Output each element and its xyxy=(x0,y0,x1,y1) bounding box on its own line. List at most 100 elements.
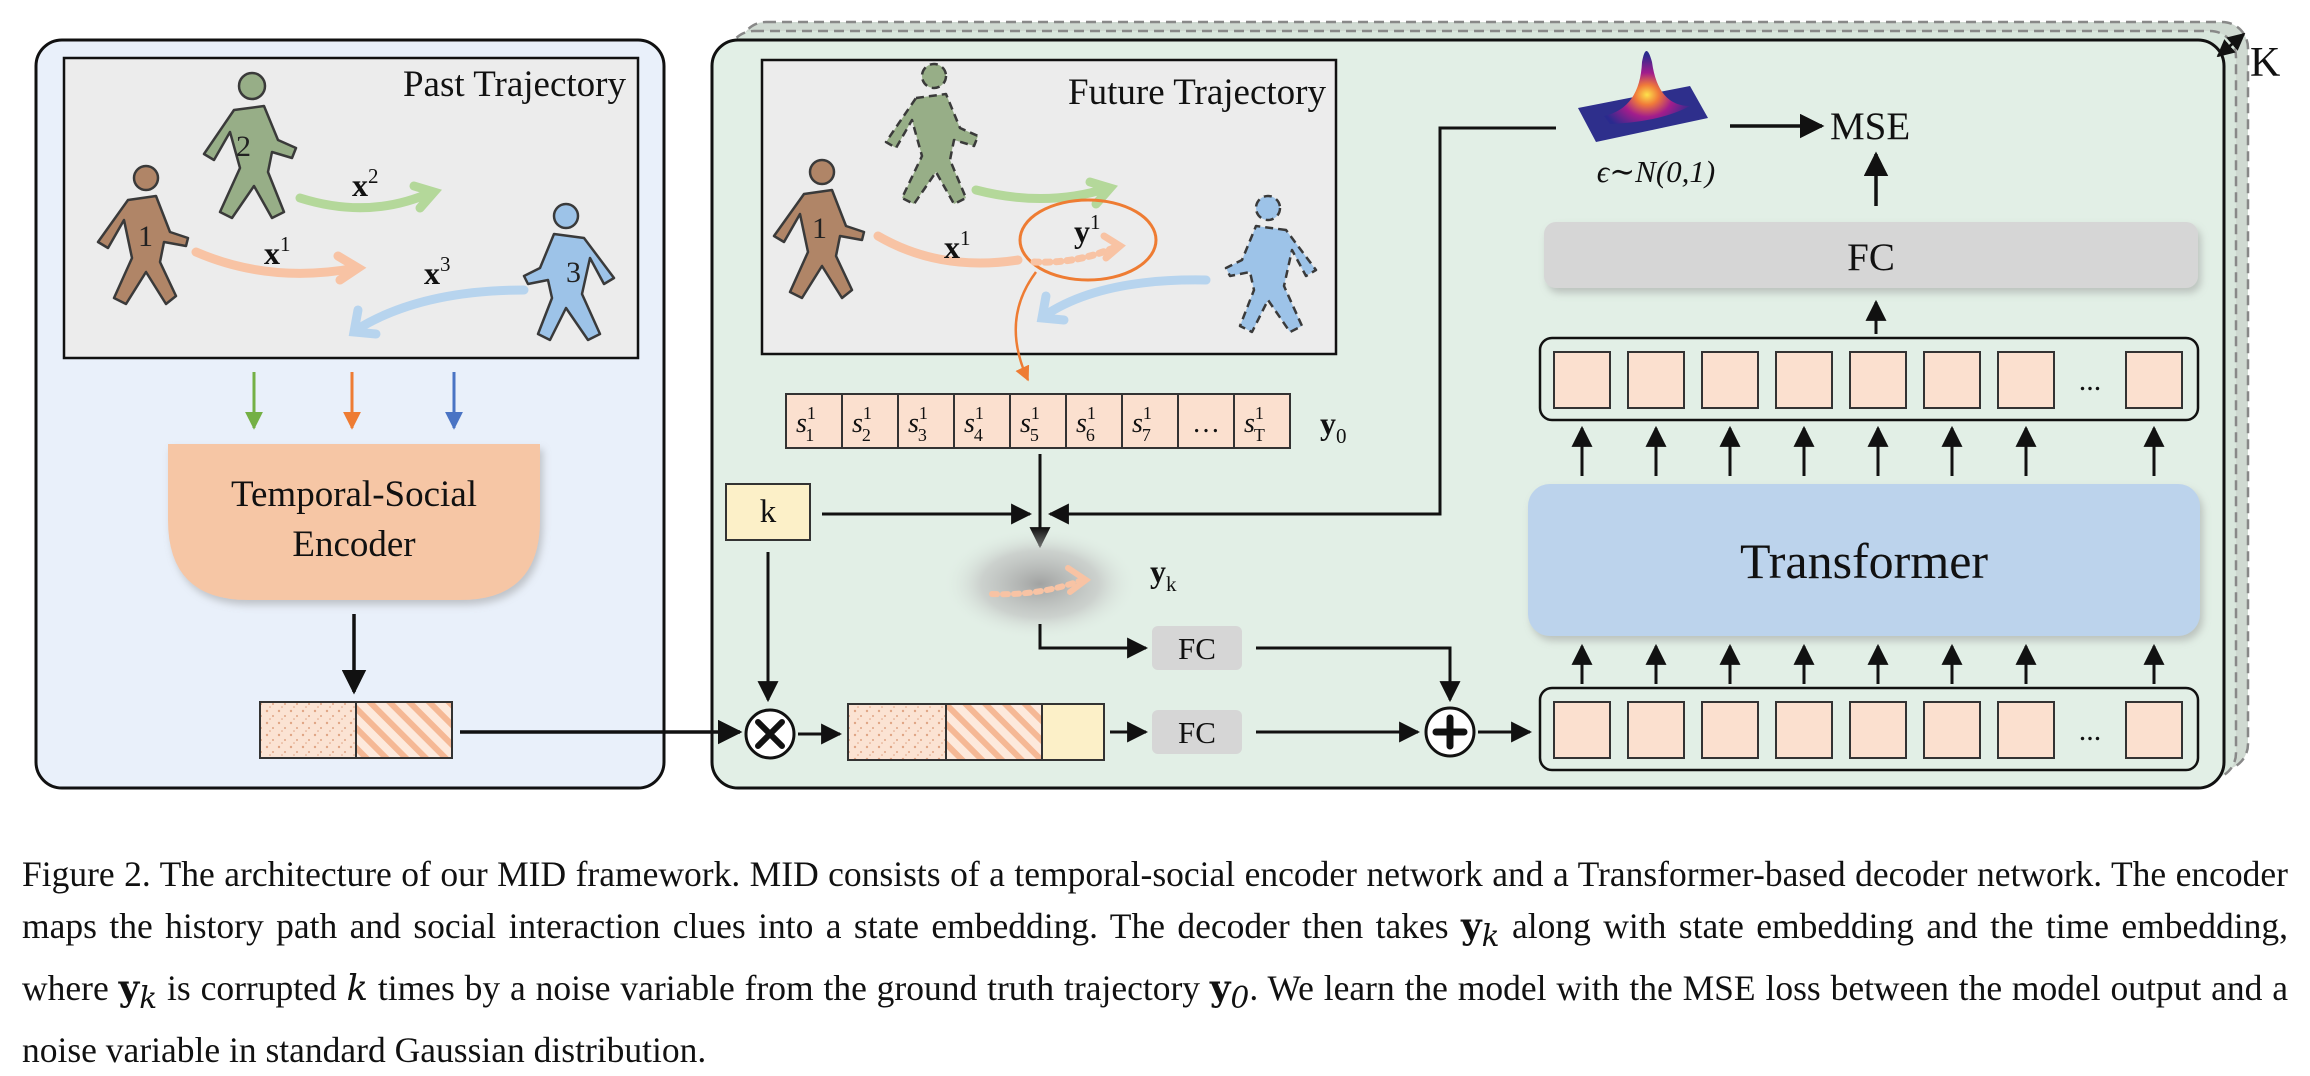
noise-cloud xyxy=(942,528,1138,640)
input-token xyxy=(2125,701,2183,759)
future-agent-1-icon: 1 xyxy=(772,158,866,300)
future-trajectory-title: Future Trajectory xyxy=(1068,72,1326,113)
input-ellipsis: ... xyxy=(2079,714,2102,747)
encoder-label-line2: Encoder xyxy=(292,524,415,565)
combined-embedding xyxy=(847,703,1105,761)
repeat-k-label: K xyxy=(2250,40,2280,86)
future-agent-1-number: 1 xyxy=(812,212,827,245)
agent-2-number: 2 xyxy=(236,130,251,163)
fc-low-box xyxy=(1152,710,1242,754)
state-embedding xyxy=(259,701,453,759)
output-token xyxy=(1923,351,1981,409)
fc-low-label: FC xyxy=(1178,715,1216,750)
output-token xyxy=(1775,351,1833,409)
output-token-row xyxy=(1538,336,2200,422)
fc-mid-to-plus-arrow xyxy=(1256,646,1461,703)
noise-feedback-arrow xyxy=(1047,126,1556,525)
noisy-trajectory xyxy=(989,577,1085,598)
figure-caption: Figure 2. The architecture of our MID fr… xyxy=(22,854,2288,1071)
output-token xyxy=(1553,351,1611,409)
agent-2-icon: 2 xyxy=(202,71,298,220)
input-token xyxy=(1775,701,1833,759)
noise-label: ϵ∼N(0,1) xyxy=(1597,154,1716,189)
input-token-row xyxy=(1538,686,2200,772)
x2-label: x2 xyxy=(352,164,379,203)
future-trajectory-arrow-3 xyxy=(1039,275,1211,321)
output-token xyxy=(1701,351,1759,409)
output-ellipsis: ... xyxy=(2079,364,2102,397)
encoder-label-line1: Temporal-Social xyxy=(231,474,477,515)
trajectory-arrow-3-head xyxy=(348,305,381,339)
sequence-cell: … xyxy=(1177,393,1235,449)
input-token xyxy=(1701,701,1759,759)
fc-top-box xyxy=(1544,222,2198,288)
yk-label: yk xyxy=(1150,553,1177,596)
output-token xyxy=(1627,351,1685,409)
trajectory-arrow-1 xyxy=(191,247,361,278)
y0-label: y0 xyxy=(1320,405,1347,448)
x3-label: x3 xyxy=(424,252,451,291)
output-token xyxy=(2125,351,2183,409)
past-trajectory-title: Past Trajectory xyxy=(403,64,627,105)
predicted-path xyxy=(1030,242,1122,266)
output-token xyxy=(1997,351,2055,409)
timestep-k-box xyxy=(725,483,811,541)
agent-1-number: 1 xyxy=(138,220,153,253)
timestep-k-label: k xyxy=(760,494,777,530)
ellipse-to-sequence-arrow xyxy=(1014,271,1038,382)
past-trajectory-scene: Past Trajectory 1 2 3 xyxy=(62,56,640,360)
decoder-panel: K Future Trajectory 1 xyxy=(460,20,2280,790)
input-token xyxy=(1923,701,1981,759)
mse-label: MSE xyxy=(1830,105,1910,148)
trajectory-arrow-3 xyxy=(351,285,529,335)
transformer-block xyxy=(1528,484,2200,636)
future-trajectory-arrow-2 xyxy=(971,183,1113,203)
future-y1-label: y1 xyxy=(1074,210,1101,249)
input-token xyxy=(1849,701,1907,759)
future-x1-label: x1 xyxy=(944,226,971,265)
trajectory-arrow-2-head xyxy=(409,181,442,213)
ghost-agent-2-icon xyxy=(884,62,980,206)
fc-mid-label: FC xyxy=(1178,631,1216,666)
trajectory-arrow-2 xyxy=(295,187,437,213)
trajectory-arrow-1-head xyxy=(333,251,367,285)
ghost-agent-3-icon xyxy=(1224,194,1318,334)
gaussian-noise-icon xyxy=(1578,51,1708,142)
temporal-social-encoder xyxy=(168,444,540,600)
multiply-icon xyxy=(744,708,796,760)
sequence-cell-label: … xyxy=(1192,408,1220,439)
mid-architecture-diagram: Past Trajectory 1 2 3 xyxy=(34,20,2280,790)
x1-label: x1 xyxy=(264,232,291,271)
future-trajectory-arrow-1 xyxy=(873,231,1023,268)
input-token xyxy=(1627,701,1685,759)
output-token xyxy=(1849,351,1907,409)
encoder-panel: Past Trajectory 1 2 3 xyxy=(34,38,666,790)
agent-1-icon: 1 xyxy=(96,164,190,306)
agent-3-number: 3 xyxy=(566,256,581,289)
prediction-ellipse xyxy=(1018,198,1158,282)
input-token xyxy=(1553,701,1611,759)
future-trajectory-scene: Future Trajectory 1 x1 y xyxy=(760,58,1338,356)
fc-top-label: FC xyxy=(1847,236,1895,279)
input-token xyxy=(1997,701,2055,759)
transformer-label: Transformer xyxy=(1740,533,1988,589)
add-icon xyxy=(1424,706,1476,758)
token-grid xyxy=(1553,351,2183,759)
